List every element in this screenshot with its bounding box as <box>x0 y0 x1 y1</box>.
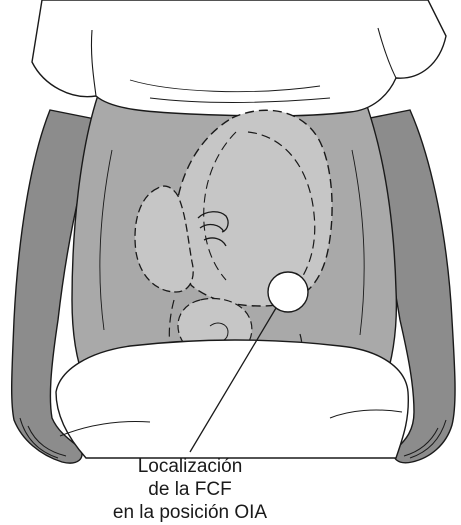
caption-line-1: Localización <box>95 455 285 478</box>
caption-line-3: en la posición OIA <box>95 501 285 524</box>
sheet <box>56 340 408 458</box>
caption-line-2: de la FCF <box>95 478 285 501</box>
fetal-heart-location-marker <box>268 272 308 312</box>
shirt <box>32 0 446 116</box>
